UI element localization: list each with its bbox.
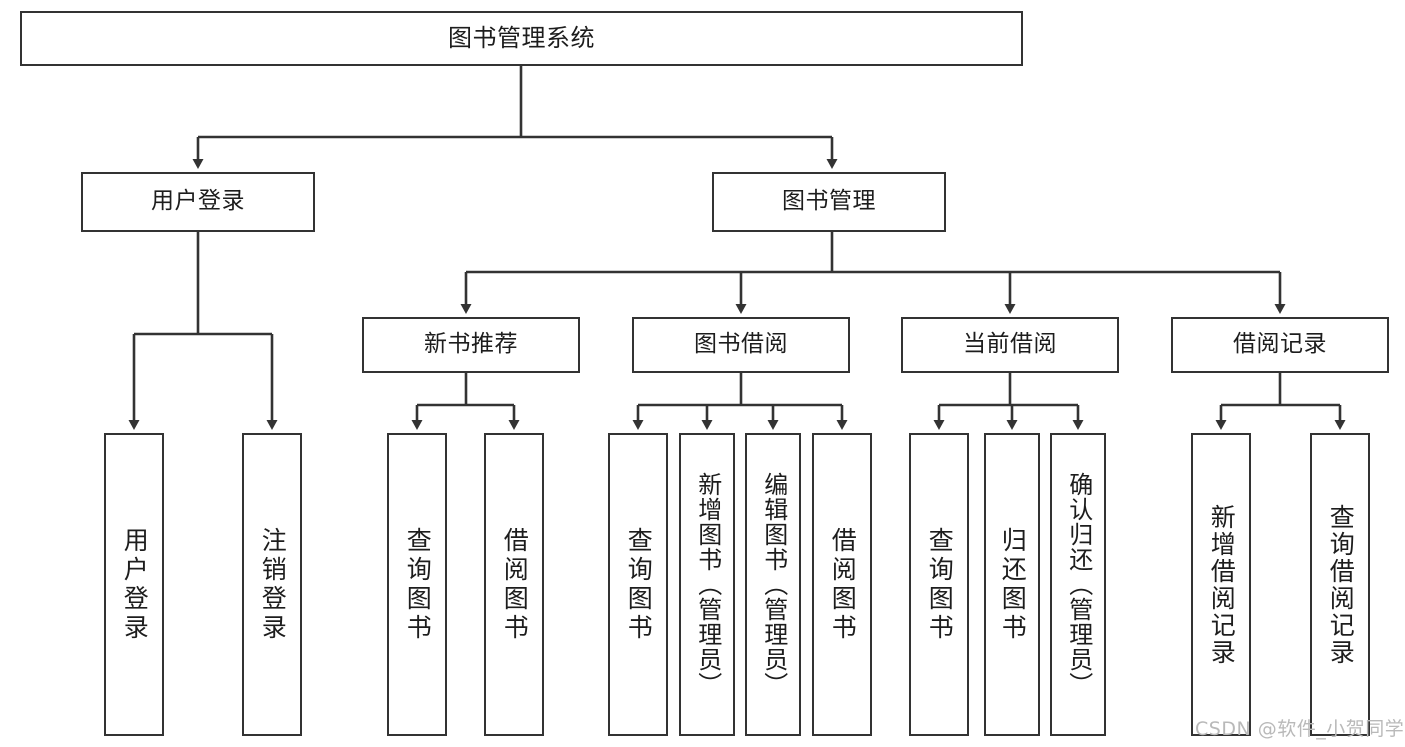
node-book-borrow[interactable]: 图书借阅 bbox=[632, 317, 850, 373]
node-book-manage[interactable]: 图书管理 bbox=[712, 172, 946, 232]
node-leaf-user-logout[interactable]: 注销登录 bbox=[242, 433, 302, 736]
node-leaf-query-record-label: 查询借阅记录 bbox=[1326, 503, 1356, 666]
node-borrow-record-label: 借阅记录 bbox=[1233, 331, 1327, 358]
node-user-login-label: 用户登录 bbox=[151, 188, 245, 215]
node-leaf-add-book-label: 新增图书（管理员） bbox=[693, 472, 722, 697]
node-leaf-confirm-return-label: 确认归还（管理员） bbox=[1064, 472, 1093, 697]
node-new-book-recommend-label: 新书推荐 bbox=[424, 331, 518, 358]
node-leaf-borrow-book-1[interactable]: 借阅图书 bbox=[484, 433, 544, 736]
node-borrow-record[interactable]: 借阅记录 bbox=[1171, 317, 1389, 373]
node-leaf-borrow-book-1-label: 借阅图书 bbox=[500, 526, 530, 643]
node-leaf-user-logout-label: 注销登录 bbox=[258, 526, 288, 643]
node-leaf-add-record-label: 新增借阅记录 bbox=[1207, 503, 1237, 666]
node-leaf-query-record[interactable]: 查询借阅记录 bbox=[1310, 433, 1370, 736]
node-root-label: 图书管理系统 bbox=[448, 24, 595, 53]
node-current-borrow[interactable]: 当前借阅 bbox=[901, 317, 1119, 373]
node-leaf-edit-book-label: 编辑图书（管理员） bbox=[759, 472, 788, 697]
node-book-manage-label: 图书管理 bbox=[782, 188, 876, 215]
node-leaf-edit-book[interactable]: 编辑图书（管理员） bbox=[745, 433, 801, 736]
node-leaf-borrow-book-2-label: 借阅图书 bbox=[828, 526, 858, 643]
node-leaf-add-record[interactable]: 新增借阅记录 bbox=[1191, 433, 1251, 736]
node-leaf-query-book-3-label: 查询图书 bbox=[925, 526, 955, 643]
node-leaf-user-login-label: 用户登录 bbox=[120, 526, 150, 643]
node-leaf-add-book[interactable]: 新增图书（管理员） bbox=[679, 433, 735, 736]
node-root[interactable]: 图书管理系统 bbox=[20, 11, 1023, 66]
node-leaf-query-book-2[interactable]: 查询图书 bbox=[608, 433, 668, 736]
node-leaf-query-book-1-label: 查询图书 bbox=[403, 526, 433, 643]
node-leaf-query-book-3[interactable]: 查询图书 bbox=[909, 433, 969, 736]
csdn-watermark: CSDN @软件_小贺同学 bbox=[1195, 718, 1405, 740]
node-leaf-user-login[interactable]: 用户登录 bbox=[104, 433, 164, 736]
node-leaf-return-book[interactable]: 归还图书 bbox=[984, 433, 1040, 736]
node-leaf-query-book-2-label: 查询图书 bbox=[624, 526, 654, 643]
node-leaf-query-book-1[interactable]: 查询图书 bbox=[387, 433, 447, 736]
node-user-login[interactable]: 用户登录 bbox=[81, 172, 315, 232]
node-book-borrow-label: 图书借阅 bbox=[694, 331, 788, 358]
node-leaf-confirm-return[interactable]: 确认归还（管理员） bbox=[1050, 433, 1106, 736]
node-leaf-borrow-book-2[interactable]: 借阅图书 bbox=[812, 433, 872, 736]
node-new-book-recommend[interactable]: 新书推荐 bbox=[362, 317, 580, 373]
node-current-borrow-label: 当前借阅 bbox=[963, 331, 1057, 358]
node-leaf-return-book-label: 归还图书 bbox=[998, 526, 1028, 643]
